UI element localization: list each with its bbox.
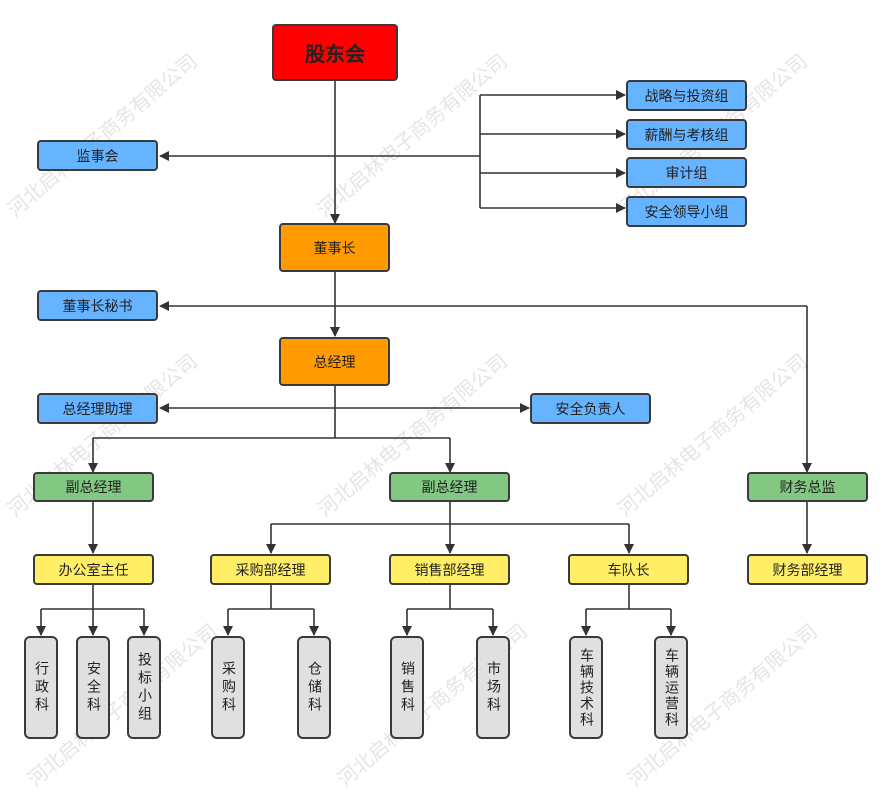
node-label: 采购科 [220,660,236,715]
node-label: 行政科 [33,660,49,715]
node-label: 仓储科 [306,660,322,715]
node-label: 车辆技术科 [578,647,594,728]
node-sales-section: 销售科 [390,636,424,739]
node-label: 销售科 [399,660,415,715]
node-purchasing-manager: 采购部经理 [210,554,331,585]
node-label: 安全科 [85,660,101,715]
node-vehicle-operation-section: 车辆运营科 [654,636,688,739]
node-deputy-gm-2: 副总经理 [389,472,510,502]
node-chairman: 董事长 [279,223,390,272]
node-label: 车辆运营科 [663,647,679,728]
node-gm-assistant: 总经理助理 [37,393,158,424]
node-strategy-investment-group: 战略与投资组 [626,80,747,111]
node-general-manager: 总经理 [279,337,390,386]
node-safety-officer: 安全负责人 [530,393,651,424]
node-finance-director: 财务总监 [747,472,868,502]
node-label: 投标小组 [136,651,152,724]
node-audit-group: 审计组 [626,157,747,188]
node-office-director: 办公室主任 [33,554,154,585]
node-supervisory-board: 监事会 [37,140,158,171]
node-safety-section: 安全科 [76,636,110,739]
node-purchasing-section: 采购科 [211,636,245,739]
node-label: 市场科 [485,660,501,715]
node-finance-manager: 财务部经理 [747,554,868,585]
node-admin-section: 行政科 [24,636,58,739]
node-shareholders-meeting: 股东会 [272,24,398,81]
node-safety-leadership-group: 安全领导小组 [626,196,747,227]
node-deputy-gm-1: 副总经理 [33,472,154,502]
node-sales-manager: 销售部经理 [389,554,510,585]
node-warehouse-section: 仓储科 [297,636,331,739]
node-fleet-captain: 车队长 [568,554,689,585]
node-chairman-secretary: 董事长秘书 [37,290,158,321]
node-compensation-evaluation-group: 薪酬与考核组 [626,119,747,150]
node-market-section: 市场科 [476,636,510,739]
connector-lines [36,80,812,636]
node-bidding-team: 投标小组 [127,636,161,739]
node-vehicle-tech-section: 车辆技术科 [569,636,603,739]
